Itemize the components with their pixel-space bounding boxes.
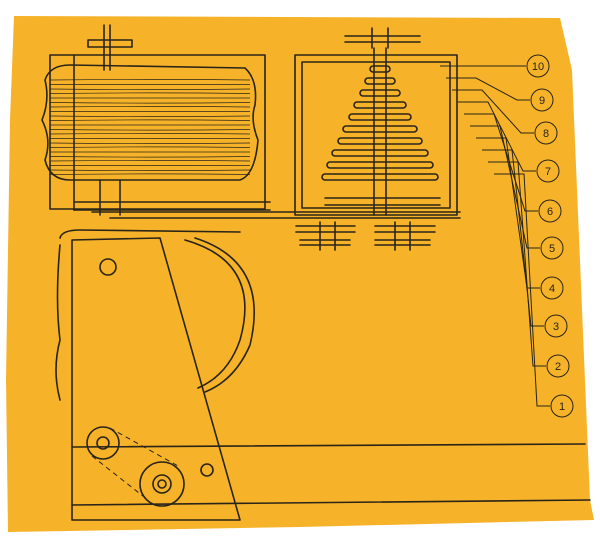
roll-layer-line <box>49 142 251 144</box>
roll-layer-line <box>49 129 251 131</box>
callout-badge <box>526 54 550 78</box>
roll-layer-line <box>49 79 251 81</box>
callout-badge <box>530 88 554 112</box>
stack-disc <box>348 113 412 121</box>
leader-line <box>470 125 540 249</box>
stack-disc <box>359 89 401 97</box>
leader-line <box>446 77 530 101</box>
roll-layer-line <box>49 160 251 162</box>
callout-number: 2 <box>555 361 561 373</box>
stack-disc <box>337 137 423 145</box>
callout-number: 9 <box>539 95 545 107</box>
callout-number: 10 <box>532 61 544 73</box>
callout-badge <box>546 354 570 378</box>
callout-number: 7 <box>545 166 551 178</box>
roll-layer-line <box>49 169 251 171</box>
stack-disc <box>321 173 439 181</box>
roll-layer-line <box>49 106 251 108</box>
callout-leaders <box>440 65 550 407</box>
callout-number: 4 <box>549 283 555 295</box>
callout-number: 3 <box>553 321 559 333</box>
callout-badge <box>534 121 558 145</box>
roll-layer-line <box>49 88 251 90</box>
leader-line <box>488 161 546 367</box>
lower-frame <box>55 229 591 521</box>
roll-layer-line <box>49 146 251 148</box>
roll-layer-line <box>49 92 251 94</box>
callout-badge <box>538 199 562 223</box>
callout-badge <box>540 236 564 260</box>
roll-layer-line <box>49 115 251 117</box>
callout-badge <box>544 314 568 338</box>
stack-disc <box>353 101 407 109</box>
callout-number: 8 <box>543 128 549 140</box>
callout-badge <box>540 276 564 300</box>
callout-badge <box>550 394 574 418</box>
callout-number: 1 <box>559 401 565 413</box>
stack-disc <box>331 149 429 157</box>
callout-number: 6 <box>547 206 553 218</box>
stack-disc <box>369 65 391 73</box>
roll-layer-line <box>49 133 251 135</box>
leader-line <box>458 101 536 172</box>
leader-line <box>482 149 544 327</box>
yellow-card <box>6 16 594 532</box>
stack-disc <box>326 161 434 169</box>
leader-line <box>452 89 534 134</box>
leader-line <box>494 173 550 407</box>
callout-badges: 10 9 8 7 6 5 4 3 2 1 <box>526 54 574 418</box>
roll-layer-line <box>49 173 251 175</box>
disc-stack-assembly <box>91 27 461 251</box>
stack-disc <box>364 77 396 85</box>
roll-layer-line <box>49 119 251 121</box>
disc-stack <box>321 65 439 181</box>
callout-badge <box>536 159 560 183</box>
callout-number: 5 <box>549 243 555 255</box>
stack-disc <box>342 125 418 133</box>
roll-layer-line <box>49 156 251 158</box>
roll-layer-line <box>49 102 251 104</box>
roller-assembly <box>41 24 271 216</box>
leader-line <box>476 137 540 289</box>
